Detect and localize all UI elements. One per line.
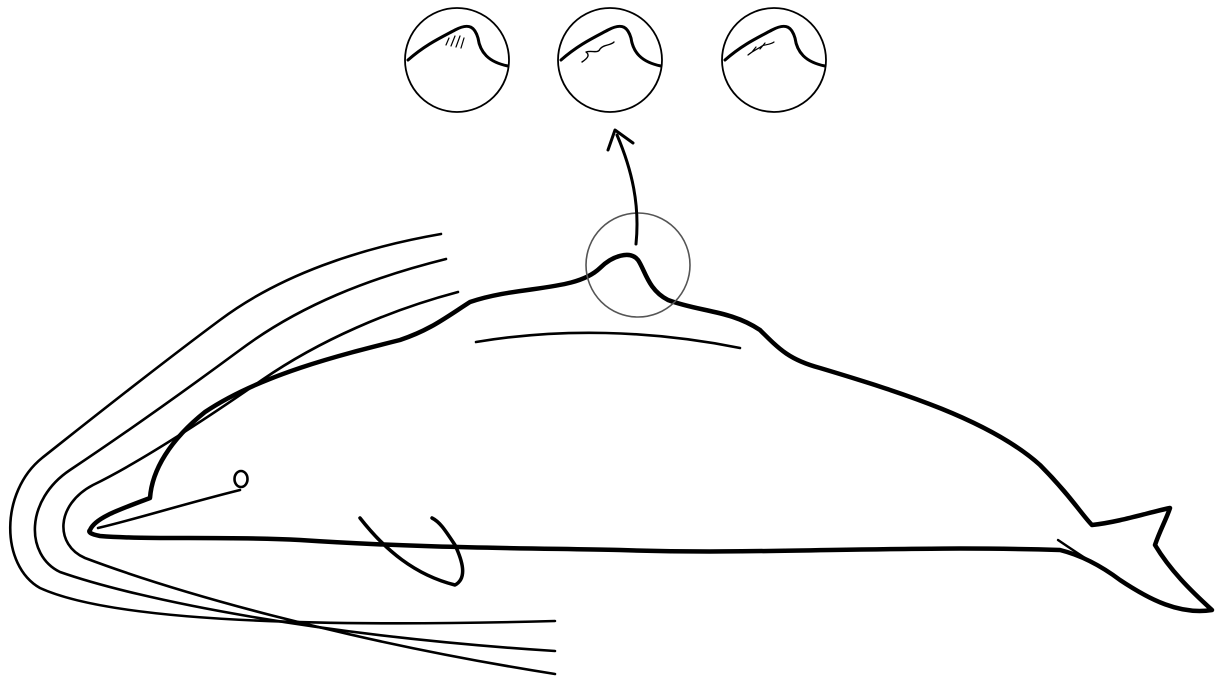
fin-variants — [405, 8, 826, 112]
fin-variant-2 — [558, 8, 662, 112]
fin-variant-1 — [405, 8, 509, 112]
motion-line-1 — [10, 234, 555, 623]
fin-variant-3 — [722, 8, 826, 112]
arrow-shaft — [617, 135, 637, 244]
back-ridge-line — [476, 333, 740, 348]
pectoral-flipper — [360, 518, 463, 585]
body-outline — [89, 255, 1212, 611]
fluke-line — [1058, 540, 1118, 578]
motion-line-2 — [35, 259, 555, 651]
motion-line-3 — [63, 292, 555, 674]
dolphin-body — [89, 255, 1212, 611]
eye — [235, 471, 248, 487]
callout-arrow — [608, 130, 637, 244]
